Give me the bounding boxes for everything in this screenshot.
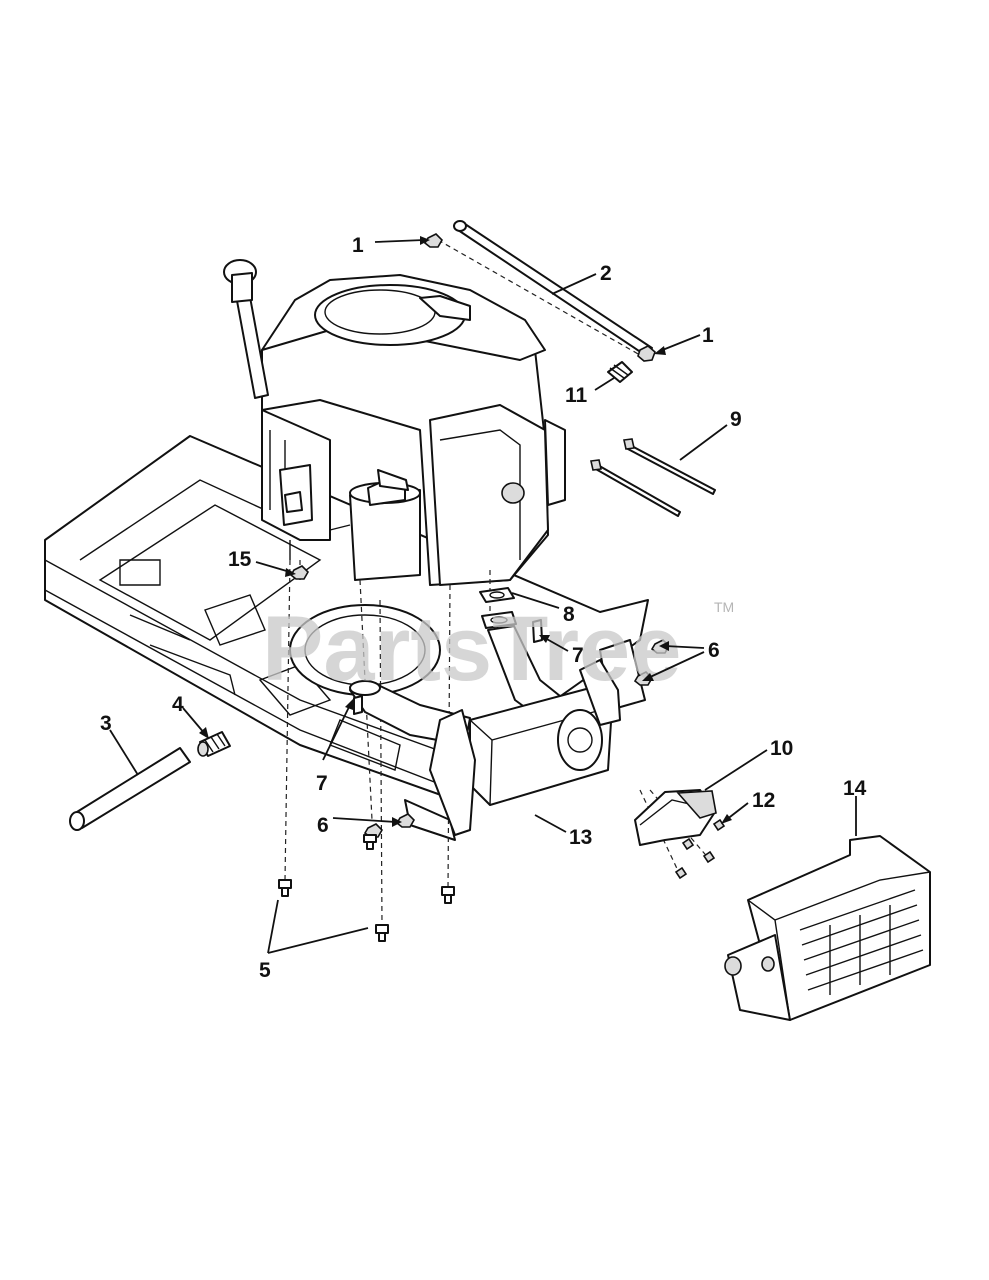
part-10-deflector [634,789,717,846]
callout-2: 2 [600,262,612,285]
callout-7-right: 7 [572,644,584,667]
callout-11: 11 [565,384,588,407]
callout-7-left: 7 [316,772,328,795]
part-13-muffler [349,625,621,836]
callout-6-right: 6 [708,639,720,662]
watermark: PartsTree TM [262,598,734,700]
callout-labels: 1 2 1 11 9 15 8 7 6 3 4 7 10 12 14 6 13 … [100,234,867,982]
watermark-trademark: TM [714,599,734,615]
part-7-studs [353,619,543,715]
callout-9: 9 [730,408,742,431]
callout-14: 14 [843,777,867,800]
part-1-nut-right [637,345,656,362]
part-9-bolts [590,438,716,517]
callout-13: 13 [569,826,592,849]
part-4-fitting [197,731,231,757]
part-1-nut-top [423,233,443,248]
tractor-frame [44,435,649,841]
part-11-spacer [607,361,633,383]
callout-1-top: 1 [352,234,364,257]
callout-1-right: 1 [702,324,714,347]
watermark-text: PartsTree [262,598,681,700]
callout-5: 5 [259,959,271,982]
leader-lines [109,236,857,954]
part-5-bolts [278,834,455,942]
guard-vents [799,889,924,995]
callout-8: 8 [563,603,575,626]
callout-10: 10 [770,737,793,760]
callout-12: 12 [752,789,775,812]
callout-15: 15 [228,548,252,571]
part-12-screws [674,818,726,880]
engine [223,259,566,586]
part-8-gaskets [479,587,517,629]
part-3-tube [69,747,191,831]
part-14-muffler-guard [724,835,931,1021]
callout-3: 3 [100,712,112,735]
callout-4: 4 [172,693,184,716]
part-2-rod [453,220,653,356]
callout-6-left: 6 [317,814,329,837]
